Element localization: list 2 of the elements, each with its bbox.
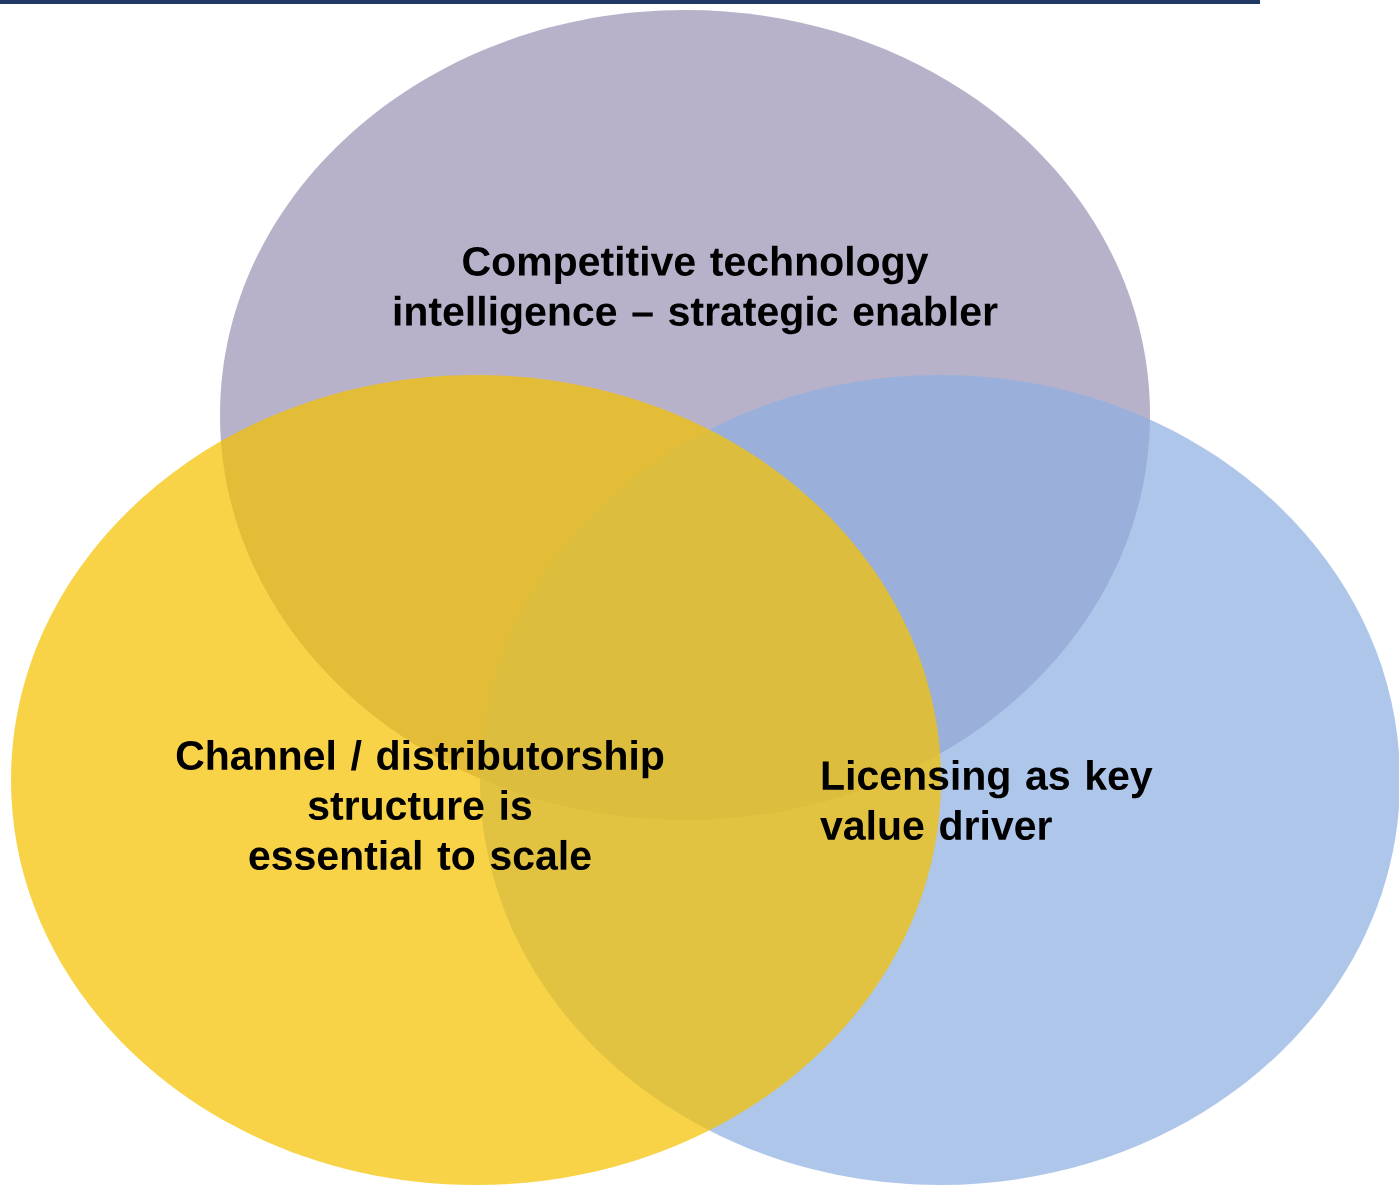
venn-label: Channel / distributorship structure is essential to scale (176, 739, 664, 871)
venn-label: Competitive technology intelligence – strategic enabler (394, 245, 998, 335)
